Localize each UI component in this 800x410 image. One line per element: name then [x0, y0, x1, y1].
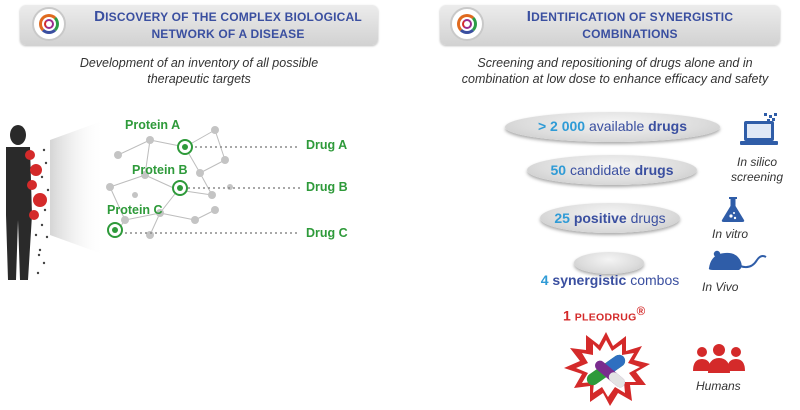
result-name: PLEODRUG: [574, 311, 637, 324]
funnel-unit: drugs: [634, 162, 674, 178]
protein-label: Protein B: [132, 163, 188, 177]
right-title-line1: Identification of synergistic: [526, 8, 734, 25]
funnel-stage-disc: [540, 203, 680, 233]
funnel-desc: synergistic: [552, 272, 627, 288]
protein-label: Protein C: [107, 203, 163, 217]
left-title-banner: [20, 5, 378, 45]
registered-mark: ®: [636, 305, 646, 318]
funnel-count: 4: [540, 272, 549, 288]
funnel-desc: candidate: [569, 162, 631, 178]
drug-label: Drug C: [306, 226, 348, 240]
people-icon: [693, 344, 745, 373]
funnel-count: 50: [550, 162, 567, 178]
logo-icon: [32, 7, 66, 41]
funnel-desc: available: [588, 118, 645, 134]
computer-icon: [740, 113, 778, 145]
left-subtitle-line1: Development of an inventory of all possi…: [79, 56, 319, 70]
target-icon: [177, 139, 193, 155]
drug-label: Drug A: [306, 138, 348, 152]
target-icon: [172, 180, 188, 196]
right-title: Identification of synergistic combinatio…: [495, 8, 765, 43]
left-title-line1: Discovery of the complex biological: [94, 8, 362, 25]
network-illustration: [6, 120, 300, 280]
pills-icon: [564, 332, 650, 406]
funnel-stage-text: > 2 000 available drugs: [505, 118, 720, 134]
in-vivo-label: In Vivo: [702, 280, 739, 294]
drug-label: Drug B: [306, 180, 348, 194]
human-silhouette-icon: [6, 125, 50, 280]
funnel-stage-text: 25 positive drugs: [540, 210, 680, 226]
funnel-unit: combos: [630, 272, 680, 288]
funnel-desc: positive: [573, 210, 627, 226]
funnel-unit: drugs: [648, 118, 688, 134]
right-title-line2: combinations: [582, 27, 678, 41]
in-vitro-label: In vitro: [712, 227, 749, 241]
funnel-unit: drugs: [630, 210, 666, 226]
funnel-stage-text: 50 candidate drugs: [527, 162, 697, 178]
funnel-stage-disc: [505, 112, 720, 142]
in-silico-line2: screening: [731, 170, 784, 184]
flask-icon: [721, 197, 745, 222]
right-title-banner: [440, 5, 780, 45]
funnel-count: 25: [554, 210, 570, 226]
funnel-stage-disc: [527, 155, 697, 185]
protein-label: Protein A: [125, 118, 181, 132]
result-number: 1: [563, 307, 571, 324]
funnel-stage-disc: [574, 252, 644, 274]
logo-icon: [450, 7, 484, 41]
projection-beam: [50, 120, 105, 255]
pleodrug-result: 1 PLEODRUG®: [563, 305, 645, 324]
left-subtitle: Development of an inventory of all possi…: [20, 55, 378, 87]
left-title-line2: network of a disease: [151, 27, 305, 41]
target-icon: [107, 222, 123, 238]
left-subtitle-line2: therapeutic targets: [147, 72, 251, 86]
mouse-icon: [708, 250, 767, 270]
left-title: Discovery of the complex biological netw…: [78, 8, 378, 43]
humans-label: Humans: [696, 379, 741, 393]
funnel-count: > 2 000: [537, 118, 586, 134]
right-subtitle: Screening and repositioning of drugs alo…: [440, 55, 790, 87]
in-silico-label: In silico screening: [731, 155, 783, 185]
in-silico-line1: In silico: [737, 155, 778, 169]
right-subtitle-line2: combination at low dose to enhance effic…: [461, 72, 769, 86]
right-subtitle-line1: Screening and repositioning of drugs alo…: [477, 56, 753, 70]
funnel-stage-text: 4 synergistic combos: [520, 272, 700, 288]
